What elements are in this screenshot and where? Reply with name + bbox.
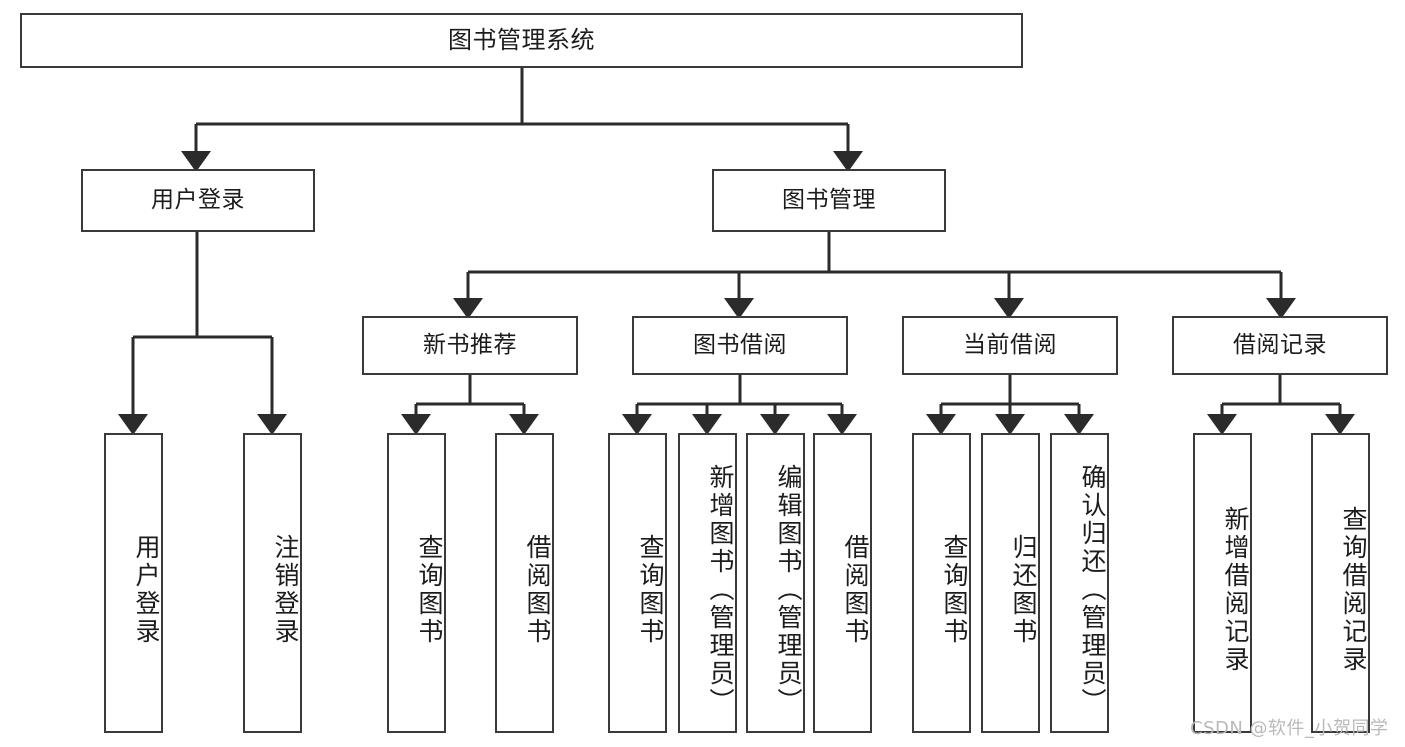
node-borrow-record[interactable]: 借阅记录 bbox=[1172, 316, 1388, 375]
node-label: 查询图书 bbox=[940, 534, 969, 646]
node-label: 新增图书（管理员） bbox=[706, 464, 735, 716]
node-label: 查询图书 bbox=[415, 534, 444, 646]
node-label: 新书推荐 bbox=[423, 331, 517, 358]
leaf-user-login[interactable]: 用户登录 bbox=[104, 433, 163, 733]
node-label: 查询借阅记录 bbox=[1339, 506, 1368, 674]
node-book-management[interactable]: 图书管理 bbox=[712, 169, 946, 232]
leaf-recommend-borrow-book[interactable]: 借阅图书 bbox=[495, 433, 554, 733]
leaf-record-query-record[interactable]: 查询借阅记录 bbox=[1311, 433, 1370, 733]
node-label: 确认归还（管理员） bbox=[1078, 464, 1107, 716]
node-label: 注销登录 bbox=[271, 534, 300, 646]
node-label: 用户登录 bbox=[132, 534, 161, 646]
node-label: 用户登录 bbox=[151, 186, 245, 213]
node-label: 图书管理 bbox=[782, 186, 876, 213]
node-new-book-recommend[interactable]: 新书推荐 bbox=[362, 316, 578, 375]
node-current-borrow[interactable]: 当前借阅 bbox=[902, 316, 1118, 375]
leaf-current-confirm-return-admin[interactable]: 确认归还（管理员） bbox=[1050, 433, 1109, 733]
leaf-borrow-borrow-book[interactable]: 借阅图书 bbox=[813, 433, 872, 733]
node-label: 借阅图书 bbox=[523, 534, 552, 646]
node-label: 编辑图书（管理员） bbox=[774, 464, 803, 716]
node-label: 借阅图书 bbox=[841, 534, 870, 646]
node-label: 当前借阅 bbox=[963, 331, 1057, 358]
leaf-current-query-book[interactable]: 查询图书 bbox=[912, 433, 971, 733]
node-label: 新增借阅记录 bbox=[1221, 506, 1250, 674]
node-label: 图书借阅 bbox=[693, 331, 787, 358]
leaf-borrow-query-book[interactable]: 查询图书 bbox=[608, 433, 667, 733]
node-book-borrow[interactable]: 图书借阅 bbox=[632, 316, 848, 375]
node-label: 归还图书 bbox=[1009, 534, 1038, 646]
leaf-borrow-add-book-admin[interactable]: 新增图书（管理员） bbox=[678, 433, 737, 733]
node-root-system[interactable]: 图书管理系统 bbox=[20, 13, 1023, 68]
node-label: 图书管理系统 bbox=[448, 26, 595, 55]
leaf-current-return-book[interactable]: 归还图书 bbox=[981, 433, 1040, 733]
node-user-login[interactable]: 用户登录 bbox=[81, 169, 315, 232]
node-label: 查询图书 bbox=[636, 534, 665, 646]
node-label: 借阅记录 bbox=[1233, 331, 1327, 358]
leaf-record-add-record[interactable]: 新增借阅记录 bbox=[1193, 433, 1252, 733]
leaf-borrow-edit-book-admin[interactable]: 编辑图书（管理员） bbox=[746, 433, 805, 733]
leaf-recommend-query-book[interactable]: 查询图书 bbox=[387, 433, 446, 733]
leaf-user-logout[interactable]: 注销登录 bbox=[243, 433, 302, 733]
watermark-text: CSDN @软件_小贺同学 bbox=[1190, 718, 1389, 739]
